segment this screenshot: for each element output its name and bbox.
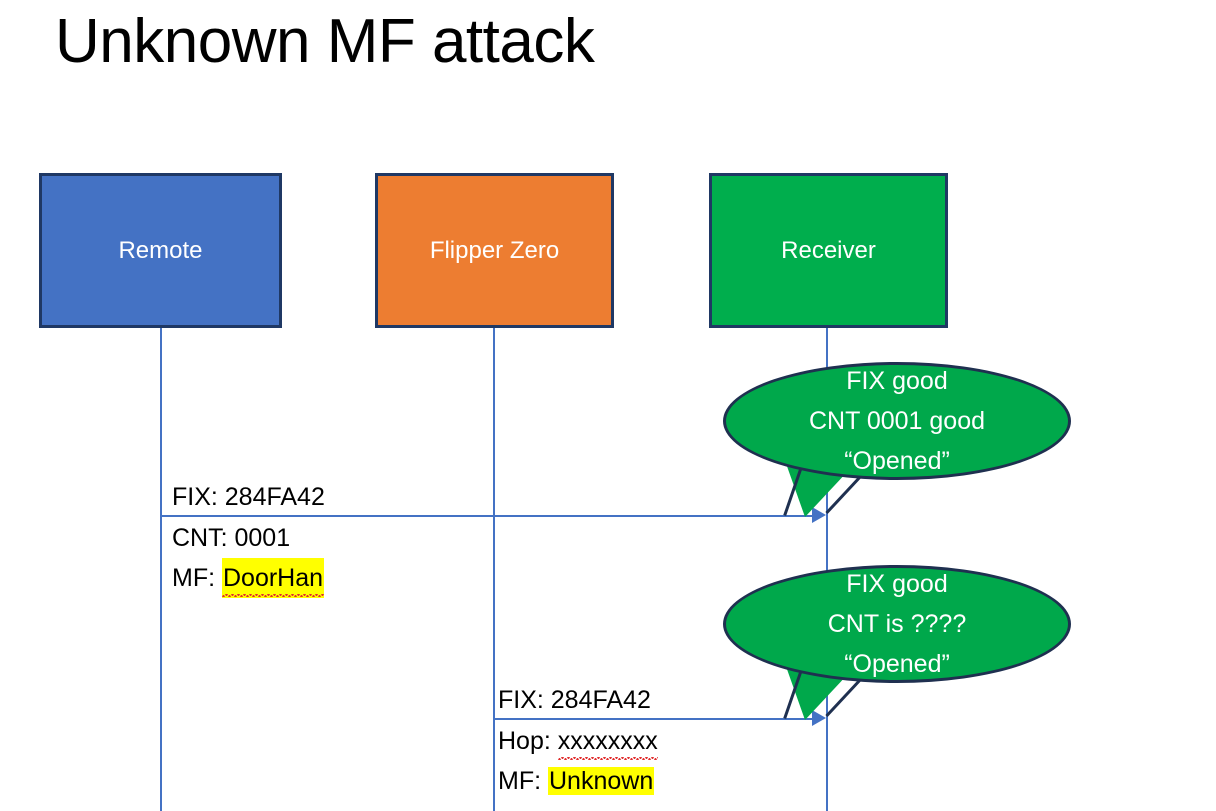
- message-label-2-below: Hop: xxxxxxxx MF: Unknown: [498, 721, 658, 801]
- message-1-cnt-text: CNT: 0001: [172, 524, 291, 552]
- actor-label-receiver: Receiver: [781, 236, 876, 264]
- callout-bubble-1[interactable]: FIX good CNT 0001 good “Opened”: [723, 362, 1071, 480]
- callout-bubble-2[interactable]: FIX good CNT is ???? “Opened”: [723, 565, 1071, 683]
- message-label-1-above: FIX: 284FA42: [172, 477, 325, 517]
- message-2-mf-value-highlighted: Unknown: [548, 767, 655, 795]
- callout-2-line-2: CNT is ????: [827, 610, 967, 638]
- message-2-hop-prefix: Hop:: [498, 727, 558, 755]
- message-1-mf-value-highlighted: DoorHan: [222, 558, 325, 598]
- message-arrow-line-2: [494, 718, 814, 720]
- message-2-fix-text: FIX: 284FA42: [498, 686, 651, 714]
- message-2-hop-value: xxxxxxxx: [557, 721, 658, 761]
- callout-2-line-1: FIX good: [846, 570, 948, 598]
- message-2-mf-prefix: MF:: [498, 767, 548, 795]
- callout-1-line-3: “Opened”: [844, 447, 950, 475]
- callout-2-line-3: “Opened”: [844, 650, 950, 678]
- message-label-2-above: FIX: 284FA42: [498, 680, 651, 720]
- callout-1-line-2: CNT 0001 good: [808, 407, 986, 435]
- actor-box-remote[interactable]: Remote: [39, 173, 282, 328]
- message-2-hop-line: Hop: xxxxxxxx: [498, 721, 658, 761]
- message-2-mf-line: MF: Unknown: [498, 761, 658, 801]
- actor-label-flipper: Flipper Zero: [429, 236, 560, 264]
- message-arrow-line-1: [161, 515, 814, 517]
- message-1-fix-text: FIX: 284FA42: [172, 483, 325, 511]
- page-title: Unknown MF attack: [55, 7, 595, 76]
- lifeline-remote: [160, 328, 162, 811]
- message-label-1-below: CNT: 0001 MF: DoorHan: [172, 518, 325, 598]
- actor-label-remote: Remote: [118, 236, 203, 264]
- lifeline-flipper: [493, 328, 495, 811]
- message-1-mf-line: MF: DoorHan: [172, 558, 325, 598]
- callout-1-line-1: FIX good: [846, 367, 948, 395]
- actor-box-flipper[interactable]: Flipper Zero: [375, 173, 614, 328]
- actor-box-receiver[interactable]: Receiver: [709, 173, 948, 328]
- message-1-cnt-line: CNT: 0001: [172, 518, 324, 558]
- message-1-mf-prefix: MF:: [172, 564, 222, 592]
